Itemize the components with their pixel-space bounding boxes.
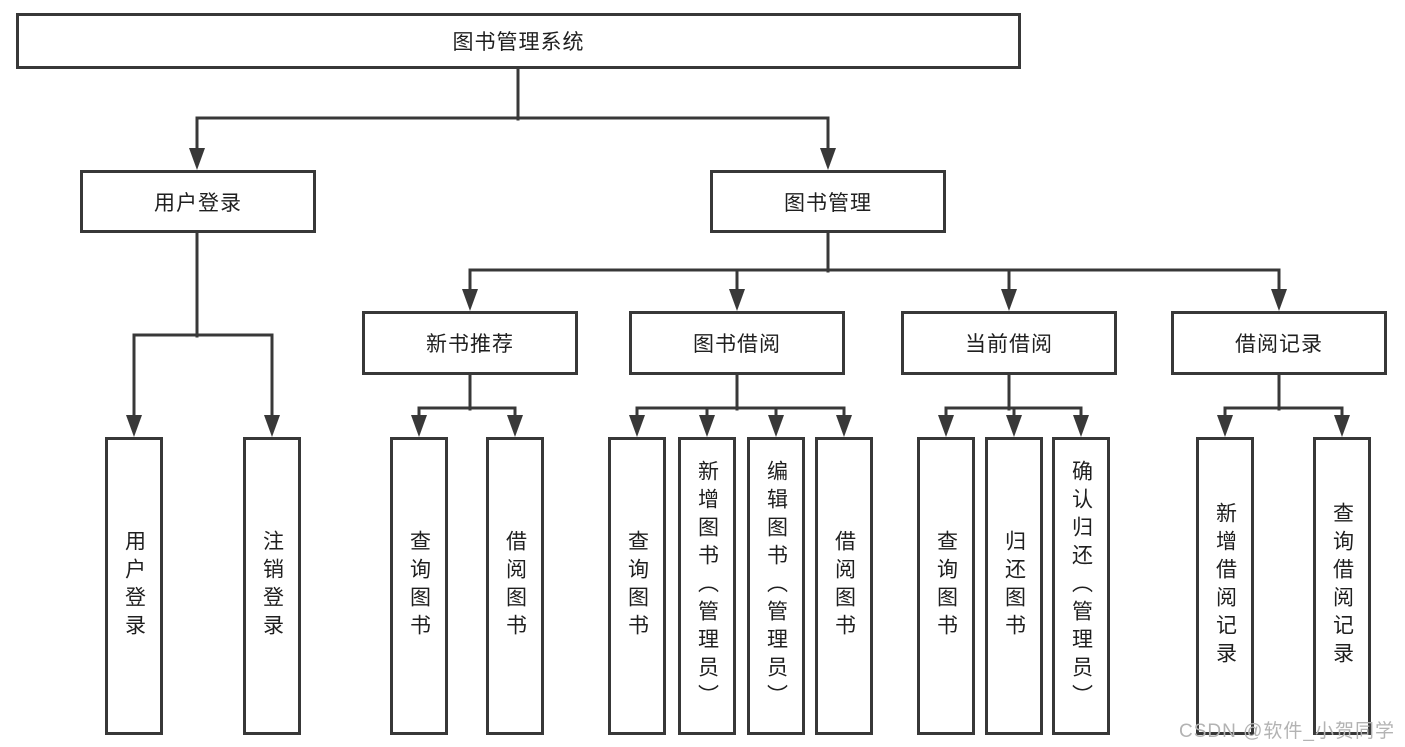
node-label: 新书推荐: [426, 333, 514, 356]
node-label: 用户登录: [154, 191, 242, 215]
node-label: 新增借阅记录: [1213, 502, 1237, 670]
node-label: 查询图书: [625, 530, 649, 642]
node-leaf-borrow-book-rec: 借阅图书: [486, 437, 544, 735]
node-library-management-system: 图书管理系统: [16, 13, 1021, 69]
node-label: 编辑图书（管理员）: [764, 460, 788, 712]
node-leaf-confirm-return-admin: 确认归还（管理员）: [1052, 437, 1110, 735]
node-leaf-add-borrow-record: 新增借阅记录: [1196, 437, 1254, 735]
node-leaf-add-book-admin: 新增图书（管理员）: [678, 437, 736, 735]
node-label: 图书管理: [784, 191, 872, 215]
node-label: 当前借阅: [965, 333, 1053, 356]
node-leaf-edit-book-admin: 编辑图书（管理员）: [747, 437, 805, 735]
node-book-management: 图书管理: [710, 170, 946, 233]
node-leaf-query-borrow-record: 查询借阅记录: [1313, 437, 1371, 735]
connectors: [126, 67, 1350, 437]
node-borrowing-records: 借阅记录: [1171, 311, 1387, 375]
node-label: 用户登录: [122, 530, 146, 642]
node-label: 借阅图书: [503, 530, 527, 642]
node-label: 确认归还（管理员）: [1069, 460, 1093, 712]
node-label: 查询借阅记录: [1330, 502, 1354, 670]
node-book-borrowing: 图书借阅: [629, 311, 845, 375]
node-label: 注销登录: [260, 530, 284, 642]
node-leaf-query-book-rec: 查询图书: [390, 437, 448, 735]
node-current-borrowing: 当前借阅: [901, 311, 1117, 375]
node-label: 归还图书: [1002, 530, 1026, 642]
watermark: CSDN @软件_小贺同学: [1179, 721, 1395, 742]
node-leaf-query-book-bb: 查询图书: [608, 437, 666, 735]
node-label: 查询图书: [934, 530, 958, 642]
node-new-book-recommendation: 新书推荐: [362, 311, 578, 375]
node-user-login: 用户登录: [80, 170, 316, 233]
node-leaf-logout: 注销登录: [243, 437, 301, 735]
node-leaf-return-book: 归还图书: [985, 437, 1043, 735]
node-label: 图书管理系统: [452, 31, 585, 54]
node-label: 图书借阅: [693, 333, 781, 356]
node-label: 新增图书（管理员）: [695, 460, 719, 712]
node-label: 借阅图书: [832, 530, 856, 642]
node-leaf-query-book-cb: 查询图书: [917, 437, 975, 735]
node-leaf-user-login: 用户登录: [105, 437, 163, 735]
node-label: 查询图书: [407, 530, 431, 642]
node-label: 借阅记录: [1235, 333, 1323, 356]
node-leaf-borrow-book-bb: 借阅图书: [815, 437, 873, 735]
